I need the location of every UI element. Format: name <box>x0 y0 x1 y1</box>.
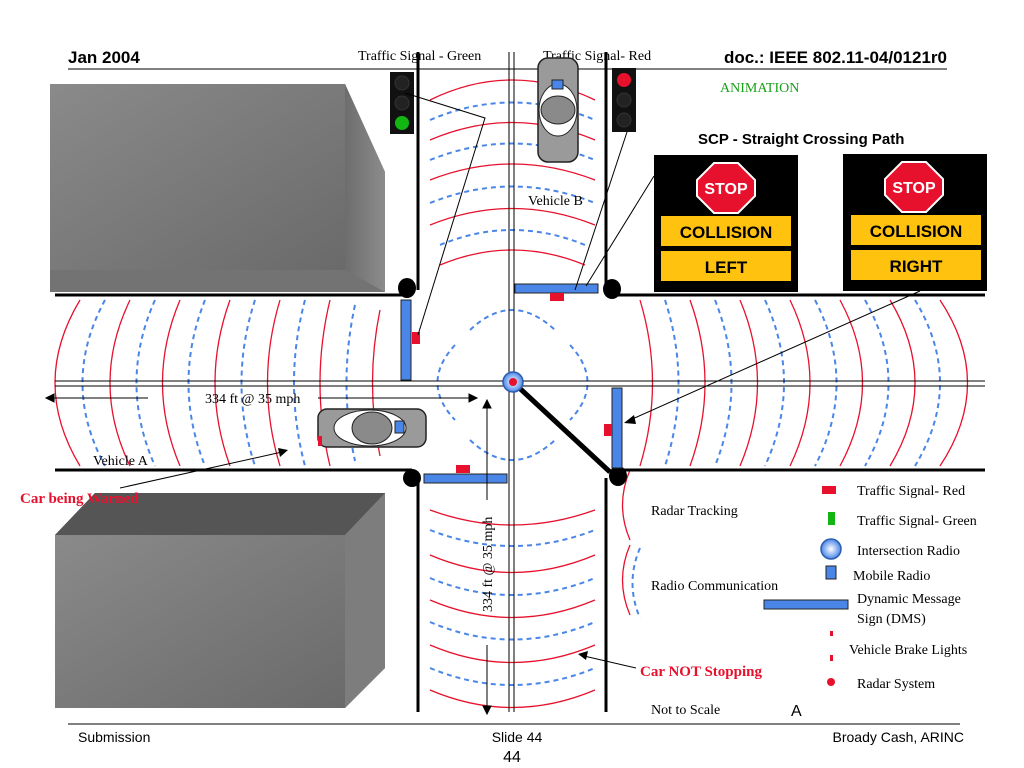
vehicle-a-label: Vehicle A <box>93 454 149 469</box>
footer-author: Broady Cash, ARINC <box>833 729 965 745</box>
sign-left-stop: STOP <box>704 181 748 198</box>
footer-page-number: 44 <box>503 749 521 766</box>
legend-label-intersection-radio: Intersection Radio <box>857 544 960 559</box>
dms-west <box>400 299 412 381</box>
sign-right-pointer <box>629 290 921 421</box>
legend-label-radar-system: Radar System <box>857 677 935 692</box>
sign-left-pointer <box>585 175 655 287</box>
distance-arrows <box>44 393 492 716</box>
green-signal-pointer <box>404 92 486 336</box>
footer-submission: Submission <box>78 729 150 745</box>
header-date: Jan 2004 <box>68 48 140 67</box>
dms-north <box>514 283 599 294</box>
legend-swatch-brake-lights-a <box>830 631 833 636</box>
dms-sign-collision-right: STOP COLLISION RIGHT <box>843 154 987 291</box>
sign-right-stop: STOP <box>892 180 936 197</box>
radio-communication-label: Radio Communication <box>651 579 778 594</box>
radar-system-nodes <box>398 278 627 487</box>
dms-east <box>611 387 623 469</box>
legend-swatch-radar-system <box>827 678 835 686</box>
traffic-signal-green <box>390 72 414 134</box>
radar-tracking-label: Radar Tracking <box>651 504 738 519</box>
car-warned-arrowhead <box>278 448 288 457</box>
dms-sign-collision-left: STOP COLLISION LEFT <box>654 155 798 292</box>
not-to-scale-label: Not to Scale <box>651 703 720 718</box>
dms-south <box>423 473 508 484</box>
traffic-signal-green-label: Traffic Signal - Green <box>358 49 481 64</box>
legend-label-mobile-radio: Mobile Radio <box>853 569 930 584</box>
radar-system-center <box>509 378 517 386</box>
traffic-signal-red <box>612 68 636 132</box>
animation-label: ANIMATION <box>720 81 799 96</box>
car-warned-label: Car being Warned <box>20 491 139 507</box>
distance-horizontal-label: 334 ft @ 35 mph <box>205 392 300 407</box>
sign-right-arrowhead <box>624 415 636 424</box>
red-signal-pointer <box>574 131 628 291</box>
header-doc-id: doc.: IEEE 802.11-04/0121r0 <box>724 48 947 67</box>
legend-swatch-dms <box>763 599 849 610</box>
legend-label-signal-red: Traffic Signal- Red <box>857 484 965 499</box>
signal-red-markers <box>412 293 612 473</box>
car-not-stopping-label: Car NOT Stopping <box>640 664 762 680</box>
road-edges <box>55 52 985 712</box>
vehicle-b <box>537 57 579 163</box>
car-warned-pointer <box>119 451 283 489</box>
legend-swatch-signal-green <box>828 512 835 525</box>
legend-swatch-intersection-radio <box>820 538 842 560</box>
footer-slide: Slide 44 <box>492 729 543 745</box>
legend-label-dms-line1: Dynamic Message <box>857 592 961 607</box>
vehicle-b-label: Vehicle B <box>528 194 583 209</box>
sign-left-line1: COLLISION <box>680 223 773 242</box>
legend-swatch-brake-lights-b <box>830 655 833 661</box>
legend-swatch-signal-red <box>822 486 836 494</box>
sign-right-line2: RIGHT <box>890 257 944 276</box>
building-bottom-left <box>55 493 385 708</box>
distance-vertical-label: 334 ft @ 35 mph <box>481 517 496 612</box>
building-top-left <box>50 84 385 292</box>
car-not-stopping-arrowhead <box>578 651 588 660</box>
radar-link <box>512 381 612 474</box>
legend-label-signal-green: Traffic Signal- Green <box>857 514 977 529</box>
legend-label-brake-lights: Vehicle Brake Lights <box>849 643 967 658</box>
scenario-title: SCP - Straight Crossing Path <box>698 131 904 148</box>
sign-right-line1: COLLISION <box>870 222 963 241</box>
car-not-stopping-pointer <box>583 655 637 669</box>
vehicle-a <box>317 408 427 448</box>
sign-left-line2: LEFT <box>705 258 748 277</box>
legend: Traffic Signal- Red Traffic Signal- Gree… <box>763 484 977 692</box>
corner-letter: A <box>791 703 802 720</box>
legend-swatch-mobile-radio <box>825 565 837 580</box>
legend-label-dms-line2: Sign (DMS) <box>857 612 926 627</box>
